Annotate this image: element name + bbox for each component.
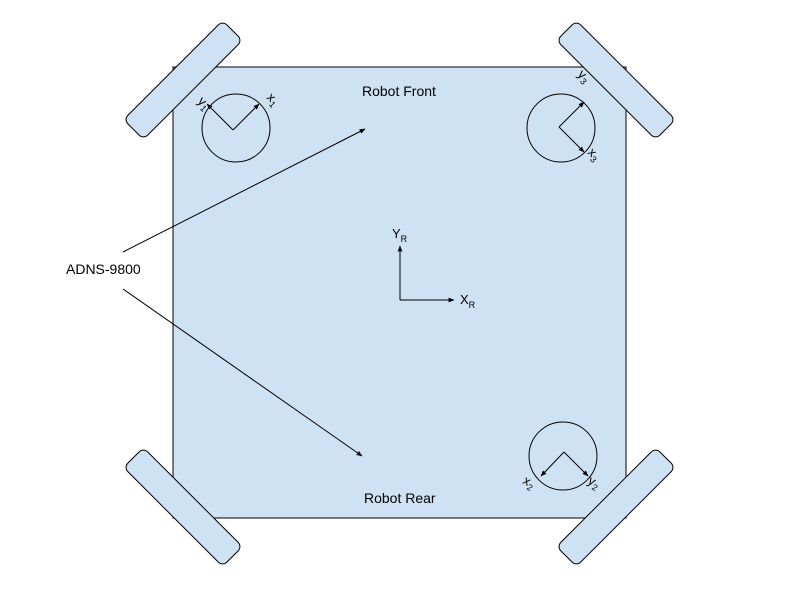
robot-x-label: XR	[460, 292, 476, 310]
wheel-front-left	[125, 22, 241, 138]
sensor-2-y-axis	[563, 451, 589, 477]
sensor-label: ADNS-9800	[66, 261, 141, 277]
pointer-line-front	[122, 128, 366, 253]
sensor-2-x-axis	[540, 451, 565, 477]
sensor-1-circle	[201, 93, 271, 163]
sensor-3-y-axis	[558, 101, 585, 128]
sensor-3-x-axis	[558, 126, 585, 153]
sensor-1-x-axis	[232, 103, 260, 131]
robot-frame-axes: YR XR	[392, 226, 476, 310]
wheel-rear-right	[558, 449, 674, 565]
sensor-1-y-axis	[206, 103, 234, 131]
wheel-rear-left	[125, 449, 241, 565]
wheel-front-right	[558, 22, 674, 138]
robot-y-label: YR	[392, 226, 408, 244]
sensor-3-circle	[526, 93, 596, 163]
pointer-line-rear	[122, 288, 363, 457]
sensor-2-circle	[528, 421, 598, 491]
robot-front-label: Robot Front	[362, 83, 436, 99]
robot-rear-label: Robot Rear	[364, 490, 436, 506]
